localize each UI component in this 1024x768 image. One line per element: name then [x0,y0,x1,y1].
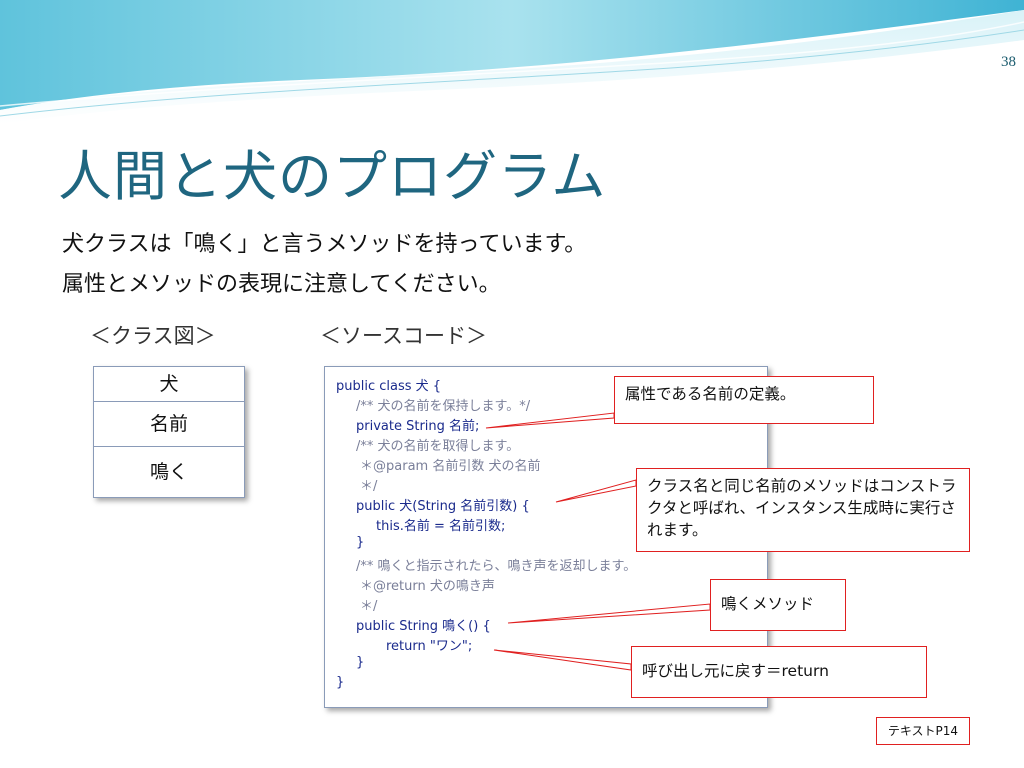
page-number: 38 [1001,54,1016,70]
code-comment-line: /** 犬の名前を取得します。 [356,439,520,454]
uml-class-diagram: 犬 名前 鳴く [93,366,245,498]
code-comment-line: ＊@param 名前引数 犬の名前 [360,459,541,474]
code-line: } [356,535,365,550]
callout-constructor: クラス名と同じ名前のメソッドはコンストラクタと呼ばれ、インスタンス生成時に実行さ… [636,468,970,552]
class-diagram-label: ＜クラス図＞ [90,324,216,348]
code-comment-line: ＊/ [360,599,378,614]
code-line: private String 名前; [356,419,480,434]
body-text-line-2: 属性とメソッドの表現に注意してください。 [62,272,501,297]
code-line: public String 鳴く() { [356,619,491,634]
slide-title: 人間と犬のプログラム [58,145,607,208]
callout-attribute-definition: 属性である名前の定義。 [614,376,874,424]
callout-return: 呼び出し元に戻す＝return [631,646,927,698]
uml-attribute: 名前 [94,402,244,447]
code-comment-line: ＊@return 犬の鳴き声 [360,579,495,594]
code-line: this.名前 = 名前引数; [376,519,506,534]
source-code-label: ＜ソースコード＞ [320,324,487,348]
textbook-reference: テキストP14 [876,717,970,745]
code-line: return "ワン"; [386,639,473,654]
code-line: public class 犬 { [336,379,442,394]
code-comment-line: ＊/ [360,479,378,494]
uml-class-name: 犬 [94,367,244,402]
uml-method: 鳴く [149,461,188,483]
code-line: } [336,675,345,690]
code-line: public 犬(String 名前引数) { [356,499,530,514]
code-comment-line: /** 犬の名前を保持します。*/ [356,399,531,414]
body-text-line-1: 犬クラスは「鳴く」と言うメソッドを持っています。 [62,232,587,257]
callout-method: 鳴くメソッド [710,579,846,631]
header-wave-decoration [0,0,1024,124]
code-line: } [356,655,365,670]
code-comment-line: /** 鳴くと指示されたら、鳴き声を返却します。 [356,559,637,574]
